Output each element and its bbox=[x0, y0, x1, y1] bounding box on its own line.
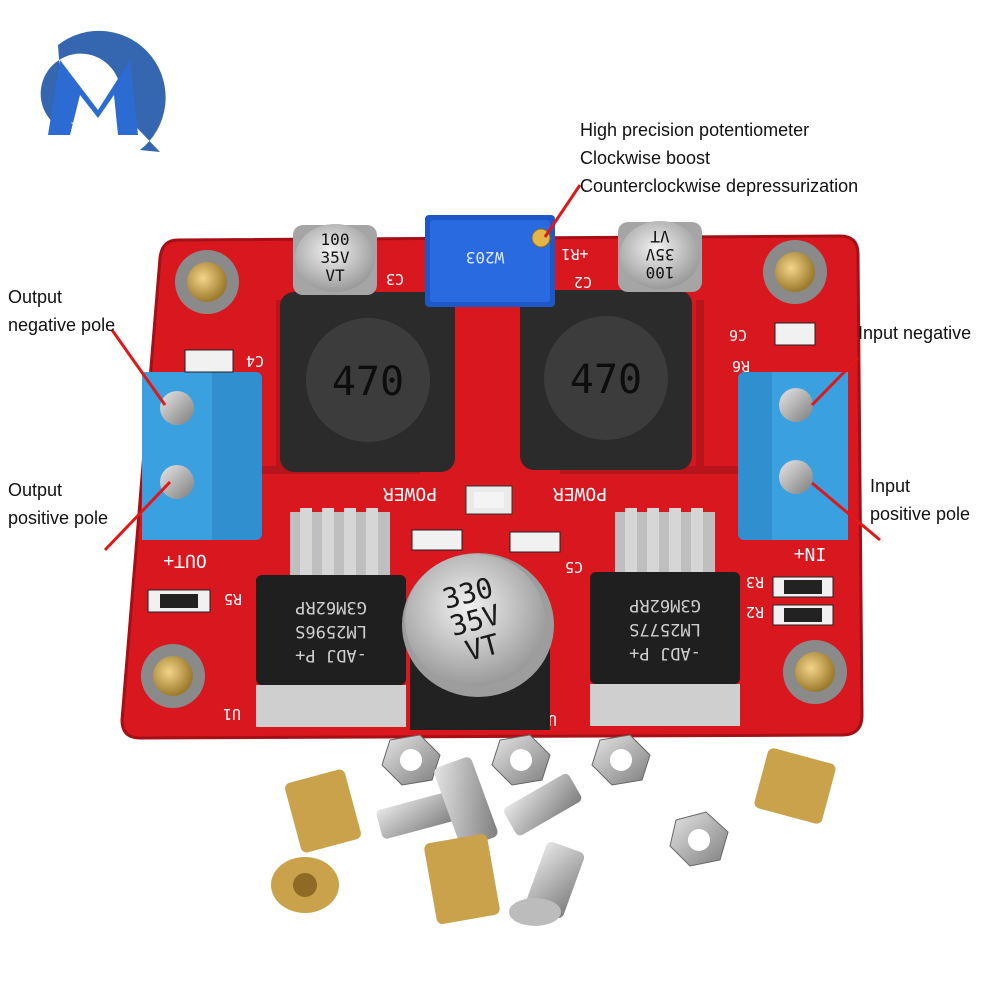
brand-logo: ★ ★ ★ bbox=[40, 30, 166, 152]
annotation-output-positive: Output positive pole bbox=[8, 478, 108, 530]
silk-out-label: OUT+ bbox=[163, 550, 207, 571]
capacitor-large: 330 35V VT bbox=[402, 553, 554, 730]
power-led bbox=[465, 485, 513, 515]
svg-text:470: 470 bbox=[570, 357, 642, 403]
inductor-right: 470 bbox=[520, 290, 692, 470]
potentiometer: W203 bbox=[425, 215, 555, 307]
silk-r3: R3 bbox=[746, 573, 764, 591]
annotation-input-positive: Input positive pole bbox=[870, 474, 970, 526]
svg-text:G3M62RP: G3M62RP bbox=[629, 595, 701, 615]
terminal-block-output bbox=[142, 372, 262, 540]
svg-text:470: 470 bbox=[332, 359, 404, 405]
svg-text:W203: W203 bbox=[466, 248, 505, 267]
svg-text:35V: 35V bbox=[321, 248, 350, 267]
hardware-accessories bbox=[271, 734, 836, 926]
silk-c4: C4 bbox=[246, 352, 264, 370]
svg-text:LM2577S: LM2577S bbox=[629, 619, 701, 639]
silk-power-right: POWER bbox=[553, 483, 607, 504]
annotation-potentiometer: High precision potentiometer Clockwise b… bbox=[580, 118, 858, 198]
annotation-input-positive-line2: positive pole bbox=[870, 504, 971, 524]
annotation-input-positive-line1: Input bbox=[870, 476, 911, 496]
smd-components bbox=[147, 322, 834, 626]
mounting-screw-bottom-left bbox=[141, 644, 205, 708]
silk-r1: +R1 bbox=[561, 245, 588, 263]
svg-text:LM2596S: LM2596S bbox=[295, 621, 367, 641]
annotation-input-negative-line1: Input negative bbox=[858, 323, 972, 343]
svg-text:G3M62RP: G3M62RP bbox=[295, 597, 367, 617]
annotation-potentiometer-line2: Clockwise boost bbox=[580, 148, 711, 168]
mounting-screw-top-left bbox=[175, 250, 239, 314]
svg-text:IN+: IN+ bbox=[794, 543, 827, 564]
mounting-screw-top-right bbox=[763, 240, 827, 304]
svg-text:35V: 35V bbox=[645, 245, 674, 264]
svg-text:OUT+: OUT+ bbox=[163, 550, 207, 571]
silk-c6: C6 bbox=[729, 326, 747, 344]
svg-text:-ADJ P+: -ADJ P+ bbox=[295, 645, 367, 665]
annotation-output-negative: Output negative pole bbox=[8, 285, 115, 337]
chip-lm2577s: -ADJ P+ LM2577S G3M62RP bbox=[590, 508, 740, 726]
annotation-output-positive-line2: positive pole bbox=[8, 508, 109, 528]
svg-text:VT: VT bbox=[650, 227, 670, 246]
svg-text:100: 100 bbox=[321, 230, 350, 249]
inductor-left: 470 bbox=[280, 292, 455, 472]
capacitor-small-right: 100 35V VT bbox=[618, 221, 702, 292]
mounting-screw-bottom-right bbox=[783, 640, 847, 704]
svg-text:VT: VT bbox=[325, 266, 345, 285]
silk-r5: R5 bbox=[224, 590, 242, 608]
svg-text:POWER: POWER bbox=[553, 483, 607, 504]
svg-text:-ADJ P+: -ADJ P+ bbox=[629, 643, 701, 663]
silk-u1: U1 bbox=[223, 705, 241, 723]
annotation-output-negative-line2: negative pole bbox=[8, 315, 116, 335]
svg-text:★: ★ bbox=[84, 106, 93, 117]
annotation-potentiometer-line1: High precision potentiometer bbox=[580, 120, 810, 140]
silk-c5: C5 bbox=[565, 558, 583, 576]
silk-r6: R6 bbox=[732, 357, 750, 375]
silk-c2: C2 bbox=[574, 273, 592, 291]
annotation-output-positive-line1: Output bbox=[8, 480, 63, 500]
svg-text:POWER: POWER bbox=[383, 483, 437, 504]
annotation-output-negative-line1: Output bbox=[8, 287, 63, 307]
annotation-arrows bbox=[103, 184, 881, 552]
silk-power-left: POWER bbox=[383, 483, 437, 504]
annotation-potentiometer-line3: Counterclockwise depressurization bbox=[580, 176, 859, 196]
svg-text:100: 100 bbox=[646, 263, 675, 282]
terminal-block-input bbox=[738, 372, 848, 540]
chip-lm2596s: -ADJ P+ LM2596S G3M62RP bbox=[256, 508, 406, 727]
silk-in-label: IN+ bbox=[794, 543, 827, 564]
annotation-input-negative: Input negative bbox=[858, 321, 971, 345]
silk-r2: R2 bbox=[746, 603, 764, 621]
svg-text:★ ★: ★ ★ bbox=[70, 117, 95, 131]
silk-c3: C3 bbox=[386, 270, 404, 288]
capacitor-small-left: 100 35V VT bbox=[293, 224, 377, 295]
